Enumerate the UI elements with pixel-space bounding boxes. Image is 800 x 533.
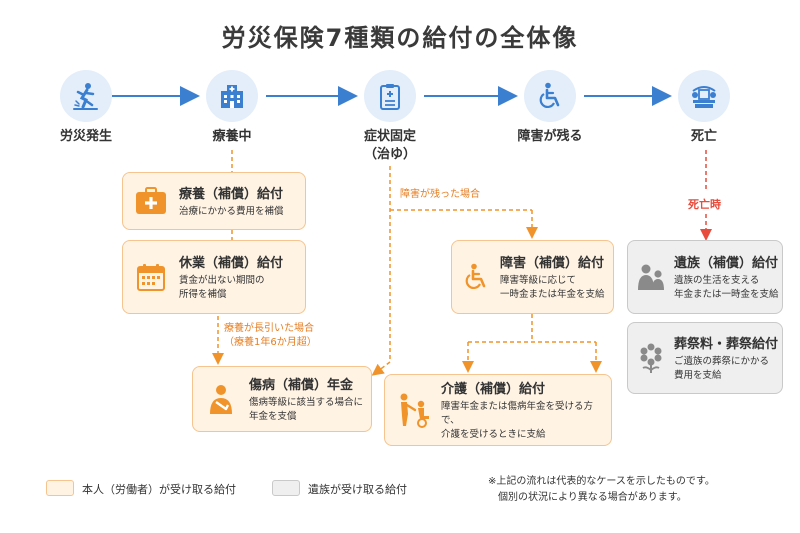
note-long-term: 療養が長引いた場合 （療養1年6か月超） xyxy=(224,323,317,348)
stage-occurrence-circle xyxy=(60,70,112,122)
benefit-card-kyugyo: 休業（補償）給付 賃金が出ない期間の 所得を補償 xyxy=(122,240,306,314)
first-aid-kit-icon xyxy=(136,187,166,214)
benefit-card-shogai: 障害（補償）給付 障害等級に応じて 一時金または年金を支給 xyxy=(451,240,614,314)
page-title: 労災保険7種類の給付の全体像 xyxy=(221,24,579,52)
clipboard-icon xyxy=(380,84,400,110)
flower-icon xyxy=(640,343,662,373)
note-disability-remains: 障害が残った場合 xyxy=(400,189,480,200)
benefit-desc-shogai: 障害等級に応じて 一時金または年金を支給 xyxy=(500,275,605,300)
injured-person-icon xyxy=(210,385,232,414)
caregiver-icon xyxy=(400,393,429,428)
stage-treatment-circle xyxy=(206,70,258,122)
benefit-card-ryoyo: 療養（補償）給付 治療にかかる費用を補償 xyxy=(122,172,306,230)
funeral-altar-icon xyxy=(692,86,716,108)
benefit-title-sosai: 葬祭料・葬祭給付 xyxy=(674,337,779,353)
benefit-title-ryoyo: 療養（補償）給付 xyxy=(179,187,284,203)
benefit-desc-izoku: 遺族の生活を支える 年金または一時金を支給 xyxy=(674,275,779,300)
legend-label-family: 遺族が受け取る給付 xyxy=(308,483,407,496)
benefit-title-kyugyo: 休業（補償）給付 xyxy=(179,256,284,272)
benefit-title-shobyo: 傷病（補償）年金 xyxy=(249,378,354,394)
benefit-desc-shobyo: 傷病等級に該当する場合に 年金を支償 xyxy=(249,397,364,422)
stage-label-occurrence: 労災発生 xyxy=(59,129,112,144)
legend-swatch-self xyxy=(46,480,74,496)
legend-label-self: 本人（労働者）が受け取る給付 xyxy=(82,483,236,496)
falling-person-icon xyxy=(73,83,98,110)
hospital-icon xyxy=(221,85,243,108)
stage-label-fixed: 症状固定 （治ゆ） xyxy=(363,129,416,163)
benefit-title-izoku: 遺族（補償）給付 xyxy=(674,256,779,272)
wheelchair-icon xyxy=(539,82,560,108)
benefit-card-izoku: 遺族（補償）給付 遺族の生活を支える 年金または一時金を支給 xyxy=(627,240,783,314)
wheelchair-icon xyxy=(465,263,486,289)
family-icon xyxy=(638,264,664,290)
benefit-card-shobyo: 傷病（補償）年金 傷病等級に該当する場合に 年金を支償 xyxy=(192,366,372,432)
benefit-title-kaigo: 介護（補償）給付 xyxy=(441,382,546,398)
stage-label-disability: 障害が残る xyxy=(517,129,583,144)
stage-label-death: 死亡 xyxy=(690,129,717,144)
benefit-card-kaigo: 介護（補償）給付 障害年金または傷病年金を受ける方で、 介護を受けるときに支給 xyxy=(384,374,612,446)
legend-swatch-family xyxy=(272,480,300,496)
benefit-desc-kaigo: 障害年金または傷病年金を受ける方で、 介護を受けるときに支給 xyxy=(441,401,594,440)
benefit-card-sosai: 葬祭料・葬祭給付 ご遺族の葬祭にかかる 費用を支給 xyxy=(627,322,783,394)
stage-label-treatment: 療養中 xyxy=(212,129,252,144)
benefit-desc-kyugyo: 賃金が出ない期間の 所得を補償 xyxy=(179,275,265,300)
benefit-desc-sosai: ご遺族の葬祭にかかる 費用を支給 xyxy=(674,356,770,381)
note-on-death: 死亡時 xyxy=(688,198,721,211)
stage-death-circle xyxy=(678,70,730,122)
stage-fixed-circle xyxy=(364,70,416,122)
stage-disability-circle xyxy=(524,70,576,122)
benefit-title-shogai: 障害（補償）給付 xyxy=(500,256,605,272)
benefit-desc-ryoyo: 治療にかかる費用を補償 xyxy=(179,206,284,218)
footnote: ※上記の流れは代表的なケースを示したものです。 個別の状況により異なる場合があり… xyxy=(488,476,715,503)
calendar-icon xyxy=(137,264,165,291)
